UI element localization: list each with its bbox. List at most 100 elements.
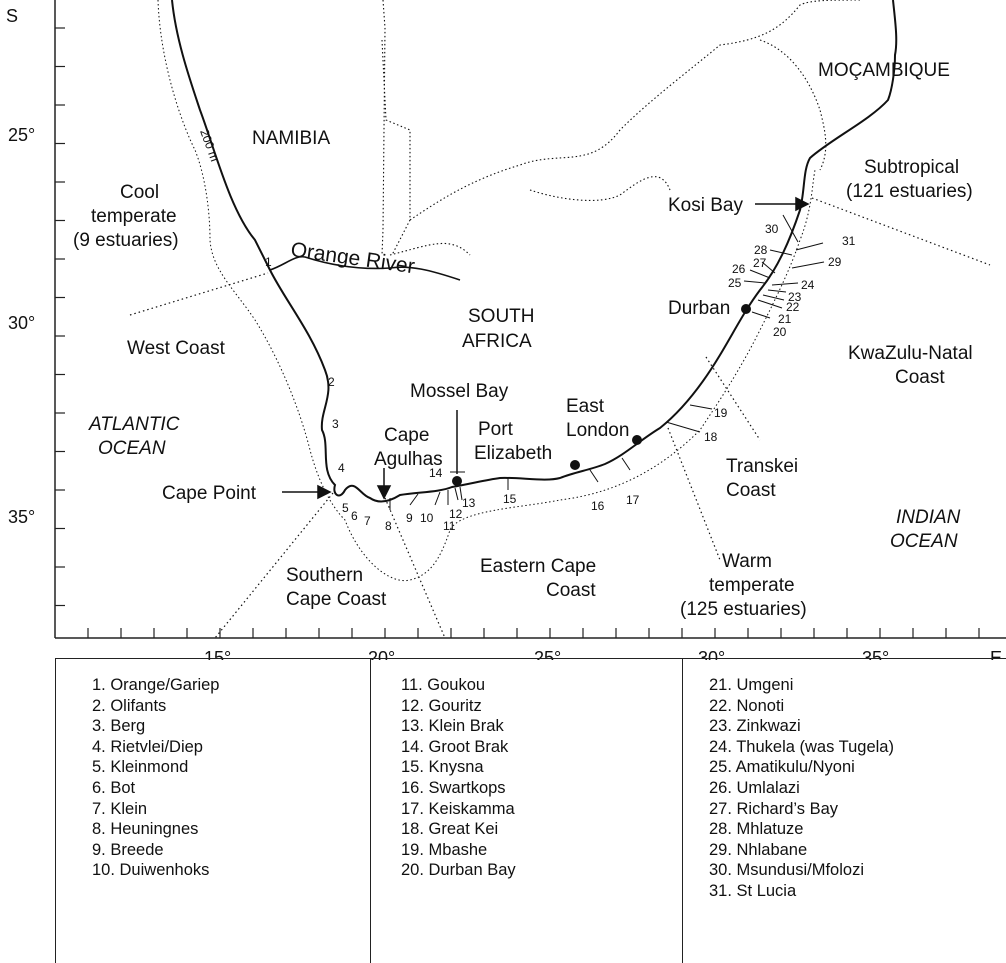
estuary-number: 12 <box>449 507 463 521</box>
lat-tick-35: 35° <box>8 507 35 527</box>
legend-entry: 27. Richard’s Bay <box>709 799 839 818</box>
estuary-number: 26 <box>732 262 746 276</box>
estuary-number: 30 <box>765 222 779 236</box>
estuary-number: 29 <box>828 255 842 269</box>
legend-entry: 22. Nonoti <box>709 696 785 715</box>
label-agulhas: Agulhas <box>374 449 443 470</box>
label-east: East <box>566 396 605 417</box>
legend-entry: 14. Groot Brak <box>401 737 509 756</box>
label-cape-coast: Cape Coast <box>286 589 387 610</box>
legend-entry: 7. Klein <box>92 799 148 818</box>
estuary-number: 17 <box>626 493 640 507</box>
estuary-number: 18 <box>704 430 718 444</box>
label-orange-river: Orange River <box>289 238 416 278</box>
lon-label-e: E <box>990 648 1002 660</box>
estuary-number: 7 <box>364 514 371 528</box>
estuary-number: 5 <box>342 501 349 515</box>
estuary-leaders <box>389 214 825 510</box>
estuary-number: 4 <box>338 461 345 475</box>
legend-entry: 20. Durban Bay <box>401 861 516 880</box>
legend-column-1: 1. Orange/Gariep 2. Olifants 3. Berg 4. … <box>56 659 370 963</box>
label-mozambique: MOÇAMBIQUE <box>818 60 950 81</box>
legend-entry: 6. Bot <box>92 778 136 797</box>
label-contour-200m: 200 m <box>197 127 222 163</box>
estuary-legend: 1. Orange/Gariep 2. Olifants 3. Berg 4. … <box>55 658 1006 963</box>
estuary-number: 11 <box>443 519 456 533</box>
label-subtropical-estuaries: (121 estuaries) <box>846 181 973 202</box>
label-kwazulu-coast: Coast <box>895 367 945 388</box>
estuary-number: 1 <box>265 255 272 269</box>
label-eastern-coast: Coast <box>546 580 596 601</box>
label-kwazulu: KwaZulu-Natal <box>848 343 973 364</box>
dot-east-london <box>632 435 642 445</box>
legend-entry: 9. Breede <box>92 840 164 859</box>
estuary-number: 13 <box>462 496 476 510</box>
label-west-coast: West Coast <box>127 338 226 359</box>
legend-entry: 10. Duiwenhoks <box>92 861 210 880</box>
label-indian-ocean: OCEAN <box>890 531 958 552</box>
political-borders <box>381 0 861 256</box>
label-mossel-bay: Mossel Bay <box>410 381 509 402</box>
estuary-number: 9 <box>406 511 413 525</box>
estuary-number: 10 <box>420 511 434 525</box>
label-transkei-coast: Coast <box>726 480 776 501</box>
estuary-number: 20 <box>773 325 787 339</box>
legend-entry: 13. Klein Brak <box>401 717 504 736</box>
label-cool-temperate: temperate <box>91 206 177 227</box>
legend-entry: 26. Umlalazi <box>709 778 800 797</box>
estuary-number: 23 <box>788 290 802 304</box>
estuary-number: 25 <box>728 276 742 290</box>
estuary-numbers: 1 2 3 4 5 6 7 8 9 10 11 12 13 14 15 16 1… <box>265 222 856 533</box>
orange-river <box>269 255 461 281</box>
axis-ticks <box>55 27 980 638</box>
dot-mossel-bay <box>452 476 462 486</box>
legend-entry: 15. Knysna <box>401 758 484 777</box>
legend-entry: 2. Olifants <box>92 696 167 715</box>
label-eastern-cape: Eastern Cape <box>480 556 596 577</box>
label-subtropical: Subtropical <box>864 157 959 178</box>
legend-entry: 1. Orange/Gariep <box>92 676 220 694</box>
city-markers <box>452 304 751 486</box>
legend-entry: 3. Berg <box>92 717 146 736</box>
legend-entry: 18. Great Kei <box>401 820 499 839</box>
label-indian: INDIAN <box>896 507 961 528</box>
legend-entry: 24. Thukela (was Tugela) <box>709 737 894 756</box>
estuary-number: 14 <box>429 466 443 480</box>
legend-column-2: 11. Goukou 12. Gouritz 13. Klein Brak 14… <box>370 659 682 963</box>
lon-tick-25: 25° <box>534 648 561 660</box>
label-atlantic: ATLANTIC <box>88 414 180 435</box>
lon-tick-15: 15° <box>204 648 231 660</box>
legend-entry: 4. Rietvlei/Diep <box>92 737 203 756</box>
label-atlantic-ocean: OCEAN <box>98 438 166 459</box>
legend-entry: 31. St Lucia <box>709 881 797 900</box>
lat-tick-30: 30° <box>8 313 35 333</box>
legend-entry: 17. Keiskamma <box>401 799 515 818</box>
estuary-number: 2 <box>328 375 335 389</box>
label-elizabeth: Elizabeth <box>474 443 552 464</box>
label-southern: Southern <box>286 565 363 586</box>
label-africa: AFRICA <box>462 331 532 352</box>
legend-entry: 5. Kleinmond <box>92 758 189 777</box>
dot-port-elizabeth <box>570 460 580 470</box>
estuary-number: 16 <box>591 499 605 513</box>
label-cape-point: Cape Point <box>162 483 257 504</box>
label-warm-estuaries: (125 estuaries) <box>680 599 807 620</box>
legend-entry: 29. Nhlabane <box>709 840 808 859</box>
estuary-map: S 25° 30° 35° 15° 20° 25° 30° 35° E <box>6 0 1006 660</box>
estuary-number: 3 <box>332 417 339 431</box>
legend-entry: 11. Goukou <box>401 676 486 694</box>
contour-200m <box>157 0 816 582</box>
legend-entry: 28. Mhlatuze <box>709 820 804 839</box>
lon-tick-35: 35° <box>862 648 889 660</box>
legend-entry: 21. Umgeni <box>709 676 794 694</box>
coastline <box>171 0 898 503</box>
estuary-number: 19 <box>714 406 728 420</box>
legend-entry: 25. Amatikulu/Nyoni <box>709 758 855 777</box>
estuary-number: 28 <box>754 243 768 257</box>
estuary-number: 22 <box>786 300 800 314</box>
label-london: London <box>566 420 629 441</box>
estuary-number: 6 <box>351 509 358 523</box>
estuary-number: 21 <box>778 312 792 326</box>
legend-entry: 19. Mbashe <box>401 840 488 859</box>
legend-column-3: 21. Umgeni 22. Nonoti 23. Zinkwazi 24. T… <box>682 659 1006 963</box>
